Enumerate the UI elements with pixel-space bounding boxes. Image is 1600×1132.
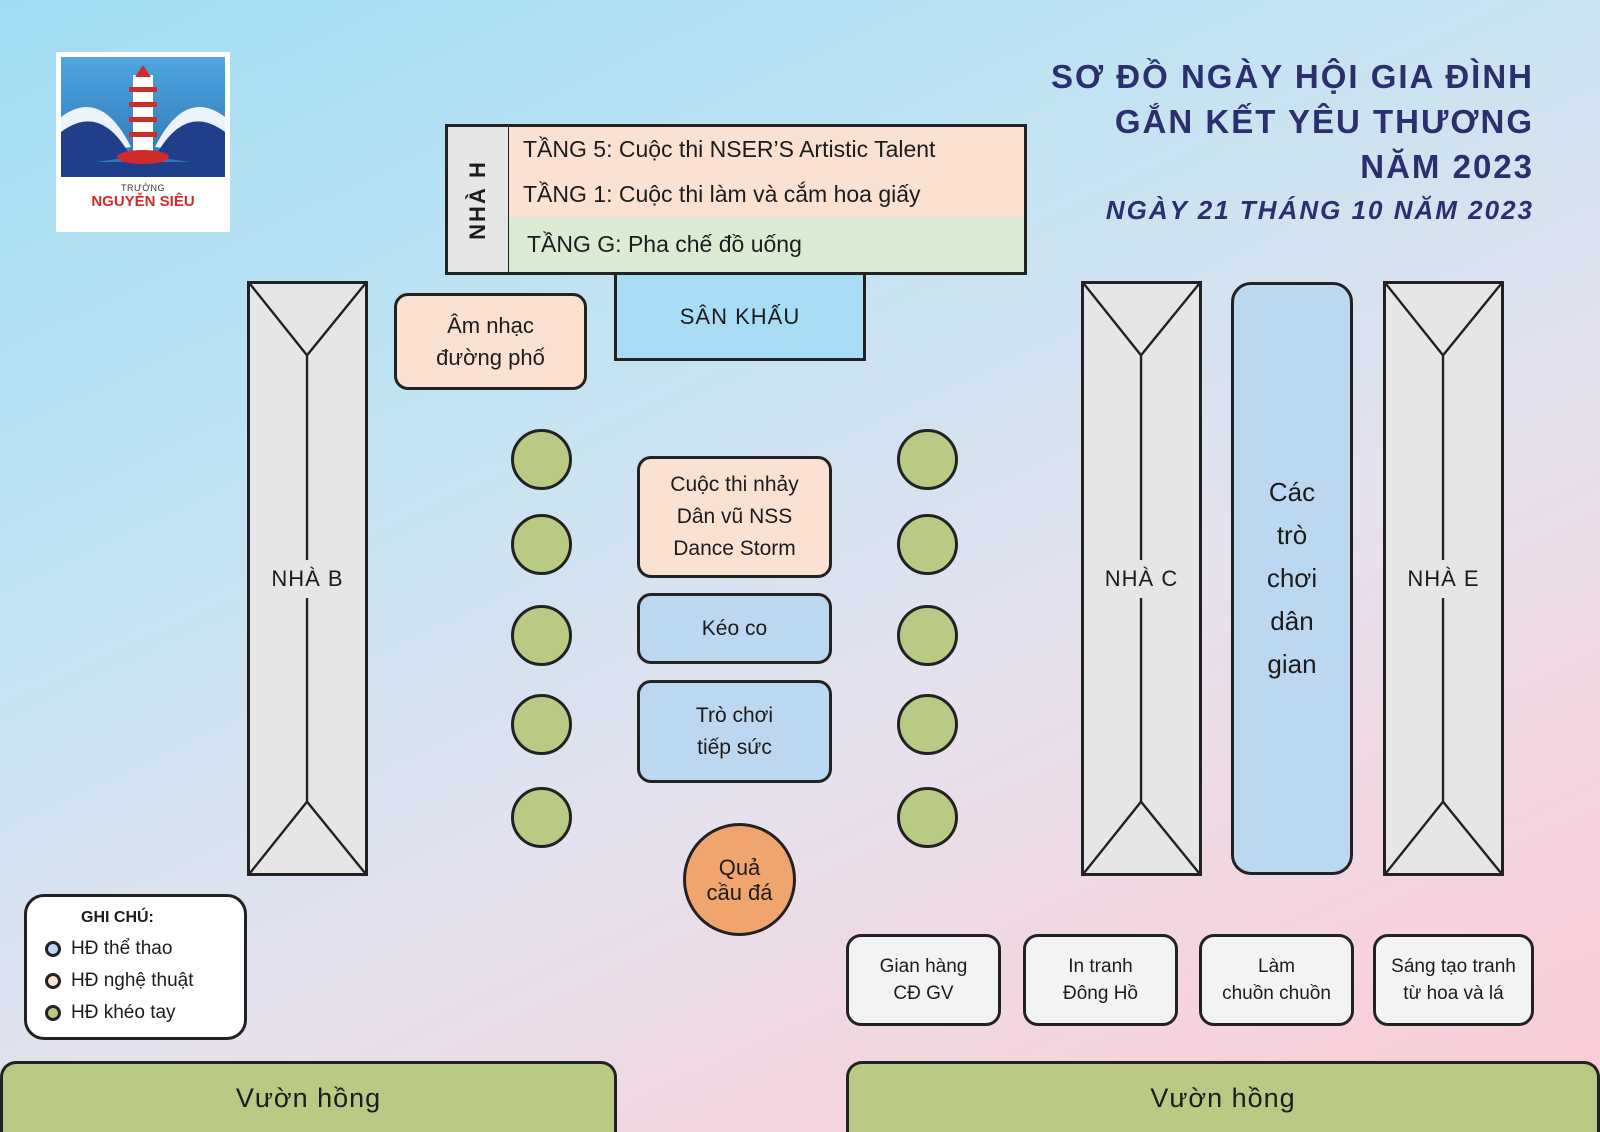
rose-garden-right: Vườn hồng [846, 1061, 1600, 1132]
legend-dot-icon [45, 941, 61, 957]
legend-label: HĐ nghệ thuật [71, 970, 194, 991]
booth-line: In tranh [1068, 956, 1133, 977]
stage: SÂN KHẤU [614, 272, 866, 361]
house-b: NHÀ B [247, 281, 368, 876]
folk-games-line: gian [1267, 649, 1317, 679]
booth-line: từ hoa và lá [1403, 983, 1504, 1004]
pagoda-icon [61, 57, 225, 177]
craft-circle [897, 605, 958, 666]
booth-line: CĐ GV [893, 983, 954, 1004]
floor-1: TẦNG 1: Cuộc thi làm và cắm hoa giấy [509, 172, 1024, 220]
craft-circle [511, 694, 572, 755]
legend-label: HĐ khéo tay [71, 1002, 176, 1023]
legend-item-art: HĐ nghệ thuật [45, 965, 244, 997]
house-e: NHÀ E [1383, 281, 1504, 876]
booth-line: Sáng tạo tranh [1391, 956, 1516, 977]
floor-5: TẦNG 5: Cuộc thi NSER’S Artistic Talent [509, 127, 1024, 175]
craft-circle [511, 429, 572, 490]
dance-line: Dance Storm [673, 537, 796, 560]
house-e-label: NHÀ E [1407, 559, 1480, 598]
folk-games-line: trò [1276, 520, 1308, 550]
shuttlecock-zone: Quả cầu đá [683, 823, 796, 936]
booth-line: Gian hàng [879, 956, 968, 977]
booth-teachers: Gian hàng CĐ GV [846, 934, 1001, 1026]
title-line1: SƠ ĐỒ NGÀY HỘI GIA ĐÌNH [1050, 58, 1534, 95]
folk-games-line: Các [1268, 477, 1316, 507]
legend-item-craft: HĐ khéo tay [45, 997, 244, 1029]
house-c: NHÀ C [1081, 281, 1202, 876]
legend-dot-icon [45, 1005, 61, 1021]
street-music-line1: Âm nhạc [447, 312, 534, 338]
house-h: NHÀ H TẦNG 5: Cuộc thi NSER’S Artistic T… [445, 124, 1027, 275]
shuttlecock-line: cầu đá [706, 879, 773, 905]
house-b-label: NHÀ B [271, 559, 344, 598]
legend-title: GHI CHÚ: [81, 909, 154, 926]
craft-circle [511, 605, 572, 666]
craft-circle [897, 787, 958, 848]
house-c-label: NHÀ C [1104, 559, 1179, 598]
craft-circle [897, 429, 958, 490]
craft-circle [897, 514, 958, 575]
dance-line: Cuộc thi nhảy [670, 473, 799, 496]
folk-games-line: dân [1270, 606, 1314, 636]
shuttlecock-line: Quả [718, 854, 761, 880]
craft-circle [897, 694, 958, 755]
booth-line: Làm [1258, 956, 1295, 977]
legend-label: HĐ thể thao [71, 938, 173, 959]
relay-line: Trò chơi [695, 703, 774, 727]
logo-line1: TRƯỜNG [121, 183, 165, 193]
craft-circle [511, 514, 572, 575]
title-line2: GẮN KẾT YÊU THƯƠNG [1114, 103, 1534, 140]
title-line3: NĂM 2023 [1360, 148, 1534, 185]
craft-circle [511, 787, 572, 848]
relay-line: tiếp sức [697, 735, 772, 759]
relay-game-zone: Trò chơi tiếp sức [637, 680, 832, 783]
event-date: NGÀY 21 THÁNG 10 NĂM 2023 [1105, 195, 1534, 225]
dance-line: Dân vũ NSS [676, 505, 793, 528]
street-music-zone: Âm nhạc đường phố [394, 293, 587, 390]
booth-leaf-art: Sáng tạo tranh từ hoa và lá [1373, 934, 1534, 1026]
folk-games-zone: Các trò chơi dân gian [1231, 282, 1353, 875]
booth-dragonfly: Làm chuồn chuồn [1199, 934, 1354, 1026]
rose-garden-left: Vườn hồng [0, 1061, 617, 1132]
street-music-line2: đường phố [436, 344, 545, 370]
booth-line: Đông Hồ [1063, 983, 1138, 1004]
dance-contest-zone: Cuộc thi nhảy Dân vũ NSS Dance Storm [637, 456, 832, 578]
logo-line2: NGUYỄN SIÊU [91, 193, 195, 210]
booth-line: chuồn chuồn [1222, 983, 1331, 1004]
house-h-label-cell: NHÀ H [448, 127, 511, 272]
legend: GHI CHÚ: HĐ thể thao HĐ nghệ thuật HĐ kh… [24, 894, 247, 1040]
legend-item-sport: HĐ thể thao [45, 933, 244, 965]
tug-of-war-zone: Kéo co [637, 593, 832, 664]
house-h-label: NHÀ H [465, 159, 491, 240]
legend-dot-icon [45, 973, 61, 989]
folk-games-line: chơi [1266, 563, 1318, 593]
title-block: SƠ ĐỒ NGÀY HỘI GIA ĐÌNH GẮN KẾT YÊU THƯƠ… [974, 54, 1534, 226]
floor-g: TẦNG G: Pha chế đồ uống [509, 217, 1024, 272]
school-logo: TRƯỜNG NGUYỄN SIÊU [56, 52, 230, 232]
